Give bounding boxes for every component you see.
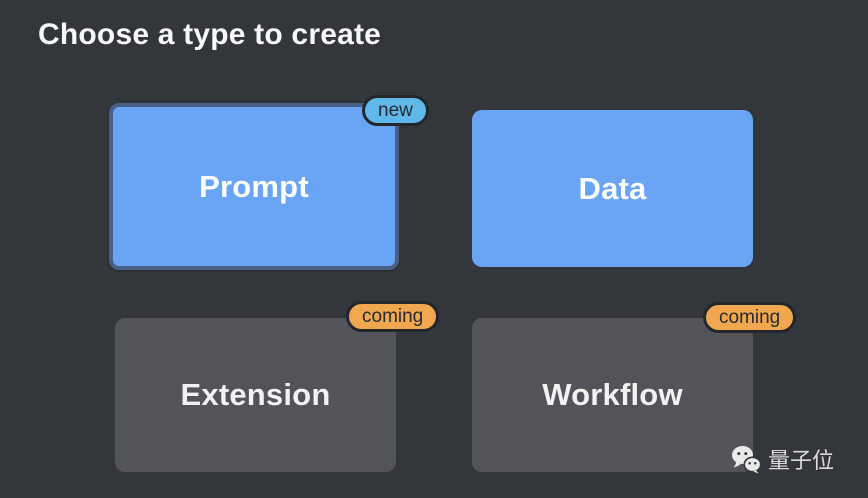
card-extension-label: Extension bbox=[180, 377, 331, 412]
card-prompt[interactable]: Prompt bbox=[109, 103, 399, 270]
card-workflow[interactable]: Workflow bbox=[472, 318, 753, 472]
badge-new: new bbox=[362, 95, 429, 126]
badge-coming-extension: coming bbox=[346, 301, 440, 332]
badge-coming-workflow: coming bbox=[703, 302, 797, 333]
card-workflow-label: Workflow bbox=[542, 377, 683, 412]
page-title: Choose a type to create bbox=[38, 18, 382, 51]
card-data-label: Data bbox=[578, 170, 647, 206]
wechat-icon bbox=[731, 445, 761, 474]
watermark-label: 量子位 bbox=[768, 448, 835, 473]
card-prompt-label: Prompt bbox=[199, 168, 309, 204]
card-extension[interactable]: Extension bbox=[115, 318, 396, 472]
card-data[interactable]: Data bbox=[472, 110, 753, 267]
watermark: 量子位 bbox=[731, 443, 834, 475]
